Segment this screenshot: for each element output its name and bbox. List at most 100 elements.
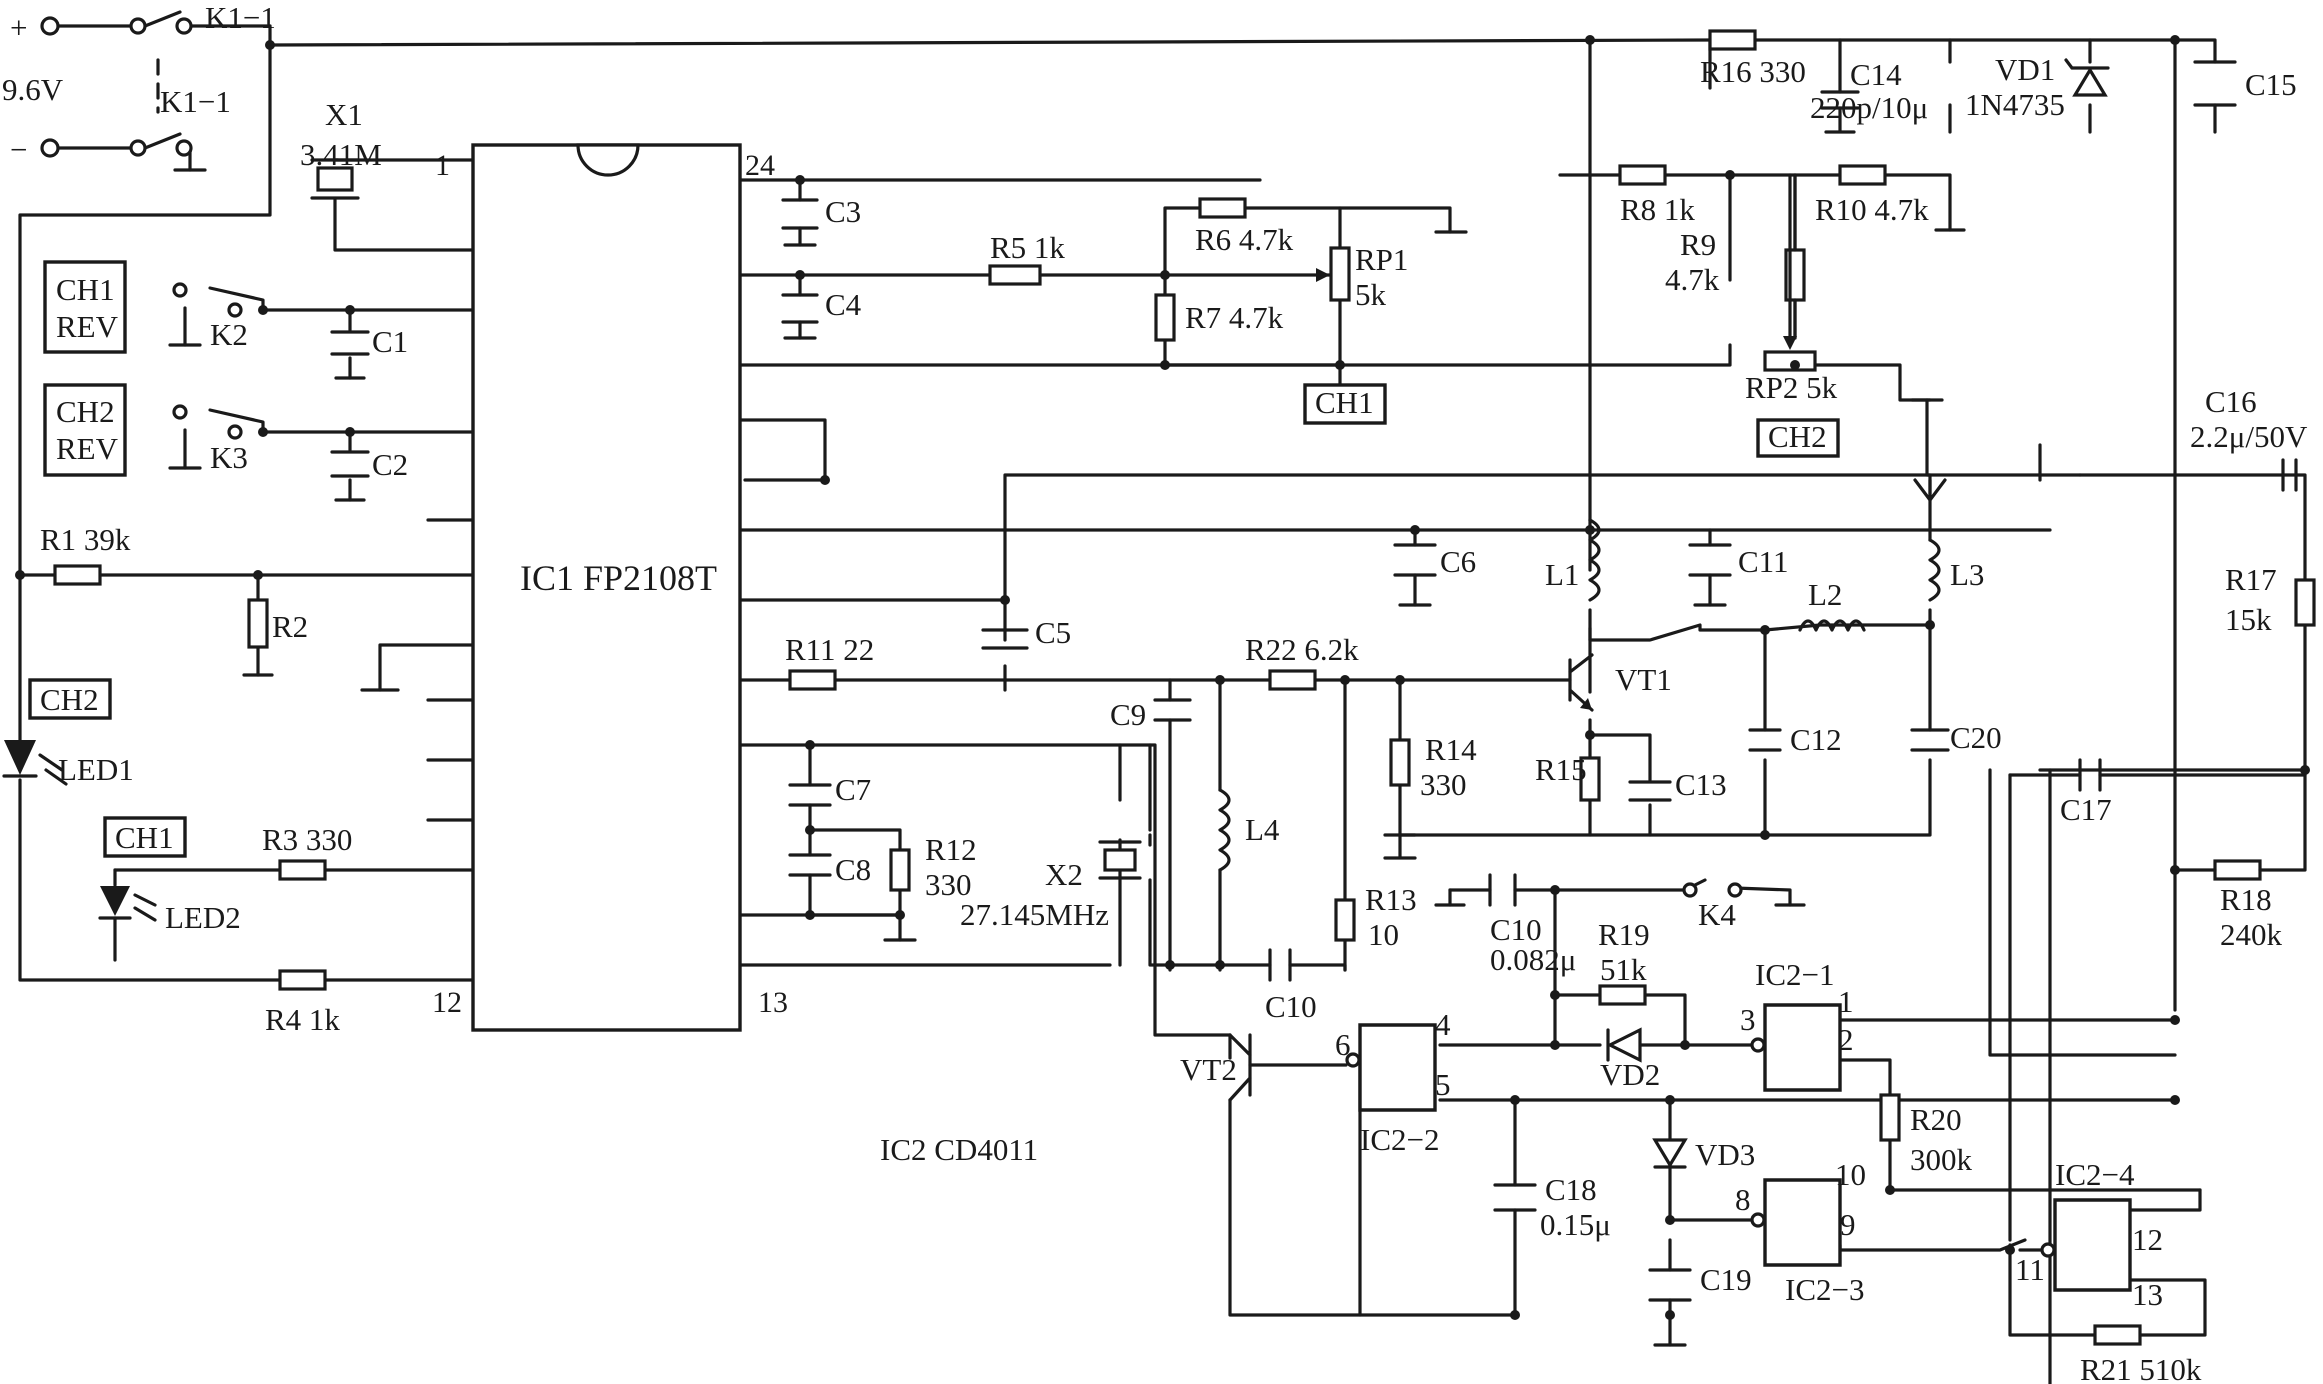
resistor-r1 (53, 564, 102, 586)
svg-text:R1 39k: R1 39k (40, 522, 131, 557)
svg-text:−: − (10, 132, 27, 167)
ch2-pot-box (1756, 418, 1840, 458)
inductor-l1 (1588, 518, 1601, 602)
terminal-minus (40, 138, 60, 158)
led1-icon (4, 740, 36, 775)
svg-text:5k: 5k (1355, 277, 1387, 312)
svg-text:RP2 5k: RP2 5k (1745, 370, 1838, 405)
svg-text:RP1: RP1 (1355, 242, 1408, 277)
capacitor-c7 (788, 783, 832, 807)
diode-vd3 (1652, 1138, 1688, 1169)
svg-text:R20: R20 (1910, 1102, 1962, 1137)
svg-text:C12: C12 (1790, 722, 1842, 757)
svg-text:VD3: VD3 (1695, 1137, 1755, 1172)
svg-text:9.6V: 9.6V (2, 72, 64, 107)
inductor-l4 (1218, 788, 1231, 872)
svg-text:240k: 240k (2220, 917, 2283, 952)
svg-text:IC2−4: IC2−4 (2055, 1157, 2135, 1192)
resistor-r15 (1579, 756, 1601, 802)
resistor-r21 (2093, 1324, 2142, 1346)
svg-text:CH2: CH2 (1768, 419, 1827, 454)
resistor-r10 (1838, 164, 1887, 186)
crystal-x1 (316, 166, 354, 192)
led2-icon (100, 886, 130, 916)
svg-text:L2: L2 (1808, 577, 1842, 612)
svg-text:11: 11 (2015, 1252, 2045, 1287)
gate-ic2-3 (1763, 1178, 1842, 1267)
resistor-r3 (278, 859, 327, 881)
capacitor-c12 (1748, 728, 1782, 752)
svg-text:330: 330 (1420, 767, 1467, 802)
zener-vd1 (2072, 66, 2108, 97)
resistor-r18 (2213, 859, 2262, 881)
svg-text:R10 4.7k: R10 4.7k (1815, 192, 1929, 227)
capacitor-c6 (1393, 543, 1437, 577)
resistor-r19 (1598, 984, 1647, 1006)
svg-text:R13: R13 (1365, 882, 1417, 917)
ch2-rev-box (43, 383, 127, 477)
svg-text:C18: C18 (1545, 1172, 1597, 1207)
svg-text:X1: X1 (325, 97, 363, 132)
label-boxes: CH1 REV CH2 REV CH2 CH1 CH1 CH2 (28, 260, 1827, 858)
svg-text:IC2−1: IC2−1 (1755, 957, 1834, 992)
svg-text:VD1: VD1 (1995, 52, 2055, 87)
svg-text:3: 3 (1740, 1002, 1756, 1037)
svg-text:C3: C3 (825, 194, 861, 229)
svg-text:VD2: VD2 (1600, 1057, 1660, 1092)
capacitor-c2 (330, 450, 370, 478)
potentiometer-rp1 (1329, 246, 1351, 302)
svg-text:REV: REV (56, 309, 119, 344)
svg-text:C17: C17 (2060, 792, 2112, 827)
svg-text:300k: 300k (1910, 1142, 1973, 1177)
svg-text:C4: C4 (825, 287, 862, 322)
svg-text:R19: R19 (1598, 917, 1650, 952)
svg-text:1N4735: 1N4735 (1965, 87, 2065, 122)
svg-text:R12: R12 (925, 832, 977, 867)
svg-text:CH2: CH2 (56, 394, 115, 429)
svg-text:C7: C7 (835, 772, 871, 807)
svg-text:C19: C19 (1700, 1262, 1752, 1297)
svg-text:15k: 15k (2225, 602, 2272, 637)
ch1-rev-box (43, 260, 127, 354)
svg-text:R22 6.2k: R22 6.2k (1245, 632, 1359, 667)
svg-text:L4: L4 (1245, 812, 1280, 847)
svg-text:IC2−2: IC2−2 (1360, 1122, 1439, 1157)
svg-text:K3: K3 (210, 440, 248, 475)
resistor-r13 (1334, 898, 1356, 942)
svg-text:L3: L3 (1950, 557, 1984, 592)
crystal-x2 (1103, 848, 1137, 872)
svg-text:12: 12 (2132, 1222, 2163, 1257)
terminal-plus (40, 16, 60, 36)
svg-text:C10: C10 (1265, 989, 1317, 1024)
ic1-pin1: 1 (435, 149, 450, 182)
svg-text:C16: C16 (2205, 384, 2257, 419)
ic2-title: IC2 CD4011 (880, 1132, 1038, 1167)
ic1-chip: IC1 FP2108T 1 24 12 13 (432, 143, 788, 1032)
svg-text:CH2: CH2 (40, 682, 99, 717)
gate-ic2-1 (1763, 1003, 1842, 1092)
svg-text:K1−1: K1−1 (160, 84, 231, 119)
svg-text:LED2: LED2 (165, 900, 241, 935)
svg-text:VT2: VT2 (1180, 1052, 1237, 1087)
svg-text:R18: R18 (2220, 882, 2272, 917)
resistor-r2 (247, 598, 269, 649)
svg-text:R16 330: R16 330 (1700, 54, 1806, 89)
resistor-r6 (1198, 197, 1247, 219)
capacitor-c18 (1493, 1183, 1537, 1212)
svg-text:REV: REV (56, 431, 119, 466)
capacitor-c9 (1153, 698, 1192, 722)
potentiometer-rp2 (1763, 350, 1817, 372)
resistor-r14 (1389, 738, 1411, 787)
svg-text:K1−1: K1−1 (205, 0, 276, 35)
svg-text:27.145MHz: 27.145MHz (960, 897, 1109, 932)
svg-text:R6 4.7k: R6 4.7k (1195, 222, 1294, 257)
capacitor-c11 (1688, 543, 1732, 577)
svg-text:C10: C10 (1490, 912, 1542, 947)
svg-text:R7 4.7k: R7 4.7k (1185, 300, 1284, 335)
svg-text:3.41M: 3.41M (300, 137, 382, 172)
resistor-r5 (988, 264, 1042, 286)
svg-text:0.082μ: 0.082μ (1490, 942, 1576, 977)
capacitor-c8 (788, 853, 832, 877)
capacitor-c1 (330, 330, 370, 356)
